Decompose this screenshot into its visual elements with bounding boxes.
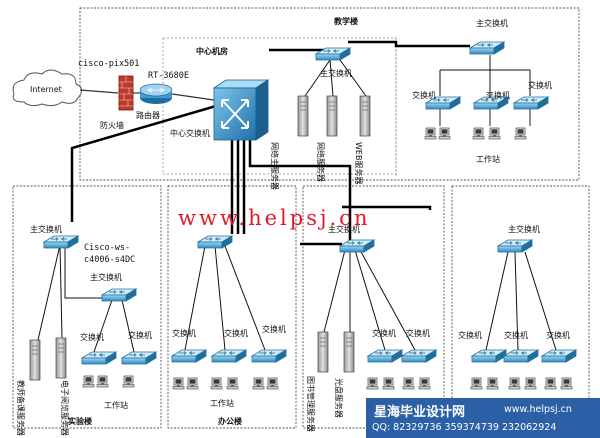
teaching-switch-3-icon [513,96,549,110]
c4006-label: c4006-s4DC [84,255,135,265]
server-icon [29,339,41,381]
internet-label: Internet [30,85,62,94]
lab-main-switch-icon [43,235,79,249]
server-icon [343,331,355,373]
core-switch-icon [212,79,270,141]
lab-main-switch-label: 主交换机 [30,224,62,234]
lab-building-frame [12,185,162,429]
server-icon [326,95,338,137]
site-url[interactable]: www.helpsj.cn [504,404,572,415]
office-switch-3-icon [251,349,287,363]
server-icon [317,331,329,373]
firewall-label: 防火墙 [100,120,124,130]
router-label: 路由器 [136,110,160,120]
fifth-switch-2-icon [503,349,539,363]
teaching-switch-label: 交换机 [486,90,510,100]
core-switch-label: 中心交换机 [170,128,210,138]
access-links [37,55,557,353]
office-switch-1-icon [171,349,207,363]
server-room-label: 中心机房 [196,46,228,56]
library-switch-2-icon [401,349,437,363]
qq-contacts: QQ: 82329736 359374739 232062924 [372,422,557,433]
teaching-building-label: 教学楼 [333,16,358,26]
site-name: 星海毕业设计网 [374,405,466,420]
library-switch-label: 交换机 [372,328,396,338]
fifth-switch-1-icon [471,349,507,363]
lab-workstation-label: 工作站 [104,400,128,410]
office-switch-2-icon [211,349,247,363]
teaching-switch-label: 交换机 [528,80,552,90]
site-footer-banner: 星海毕业设计网 www.helpsj.cn QQ: 82329736 35937… [366,398,600,438]
server-icon [55,337,67,379]
library-switch-label: 交换机 [406,328,430,338]
disc-server-label: 光盘服务器 [334,378,344,418]
server-icon [359,95,371,137]
internet-cloud-icon [12,69,82,107]
fifth-building-frame [451,185,590,429]
teaching-building-frame [79,7,580,181]
lab-switch-2-icon [121,351,157,365]
library-main-switch-icon [339,239,375,253]
office-workstation-label: 工作站 [210,398,234,408]
library-switch-1-icon [367,349,403,363]
watermark-text: www.helpsj.cn [178,206,370,230]
workstation-group [82,375,573,390]
office-switch-label: 交换机 [172,328,196,338]
office-main-switch-icon [197,235,233,249]
fifth-main-switch-label: 主交换机 [508,224,540,234]
server-room-main-switch-label: 主交换机 [320,68,352,78]
teaching-main-switch-label: 主交换机 [476,18,508,28]
lab-switch-1-icon [81,351,117,365]
net-main-server-label: 网络主服务器 [270,142,280,190]
web-server-label: WEB服务器 [354,142,364,184]
office-switch-label: 交换机 [224,328,248,338]
firewall-icon [118,75,134,111]
fifth-switch-label: 交换机 [504,330,528,340]
lab-switch-label: 交换机 [128,330,152,340]
library-server-label: 图书管理服务器 [306,376,316,432]
office-switch-label: 交换机 [262,324,286,334]
cisco-ws-label: Cisco-ws- [84,243,130,253]
teaching-main-switch-icon [469,41,505,55]
fifth-switch-3-icon [541,349,577,363]
server-icon [297,95,309,137]
teacher-server-label: 教师备课服务器 [16,380,26,436]
rt-label: RT-3680E [148,71,189,81]
net-server-label: 网络服务器 [316,142,326,182]
teaching-workstation-label: 工作站 [476,154,500,164]
router-icon [139,83,173,104]
fifth-switch-label: 交换机 [546,330,570,340]
reading-server-label: 电子阅览服务器 [60,380,70,436]
lab-sub-switch-label: 主交换机 [90,272,122,282]
lab-sub-switch-icon [101,288,137,302]
workstation-group [424,109,531,140]
office-building-label: 办公楼 [218,416,242,426]
lab-building-label: 实验楼 [68,416,92,426]
lab-switch-label: 交换机 [80,332,104,342]
library-main-switch-label: 主交换机 [328,224,360,234]
fifth-switch-label: 交换机 [458,330,482,340]
pix-label: cisco-pix501 [78,59,139,69]
teaching-switch-label: 交换机 [412,90,436,100]
fifth-main-switch-icon [497,239,533,253]
